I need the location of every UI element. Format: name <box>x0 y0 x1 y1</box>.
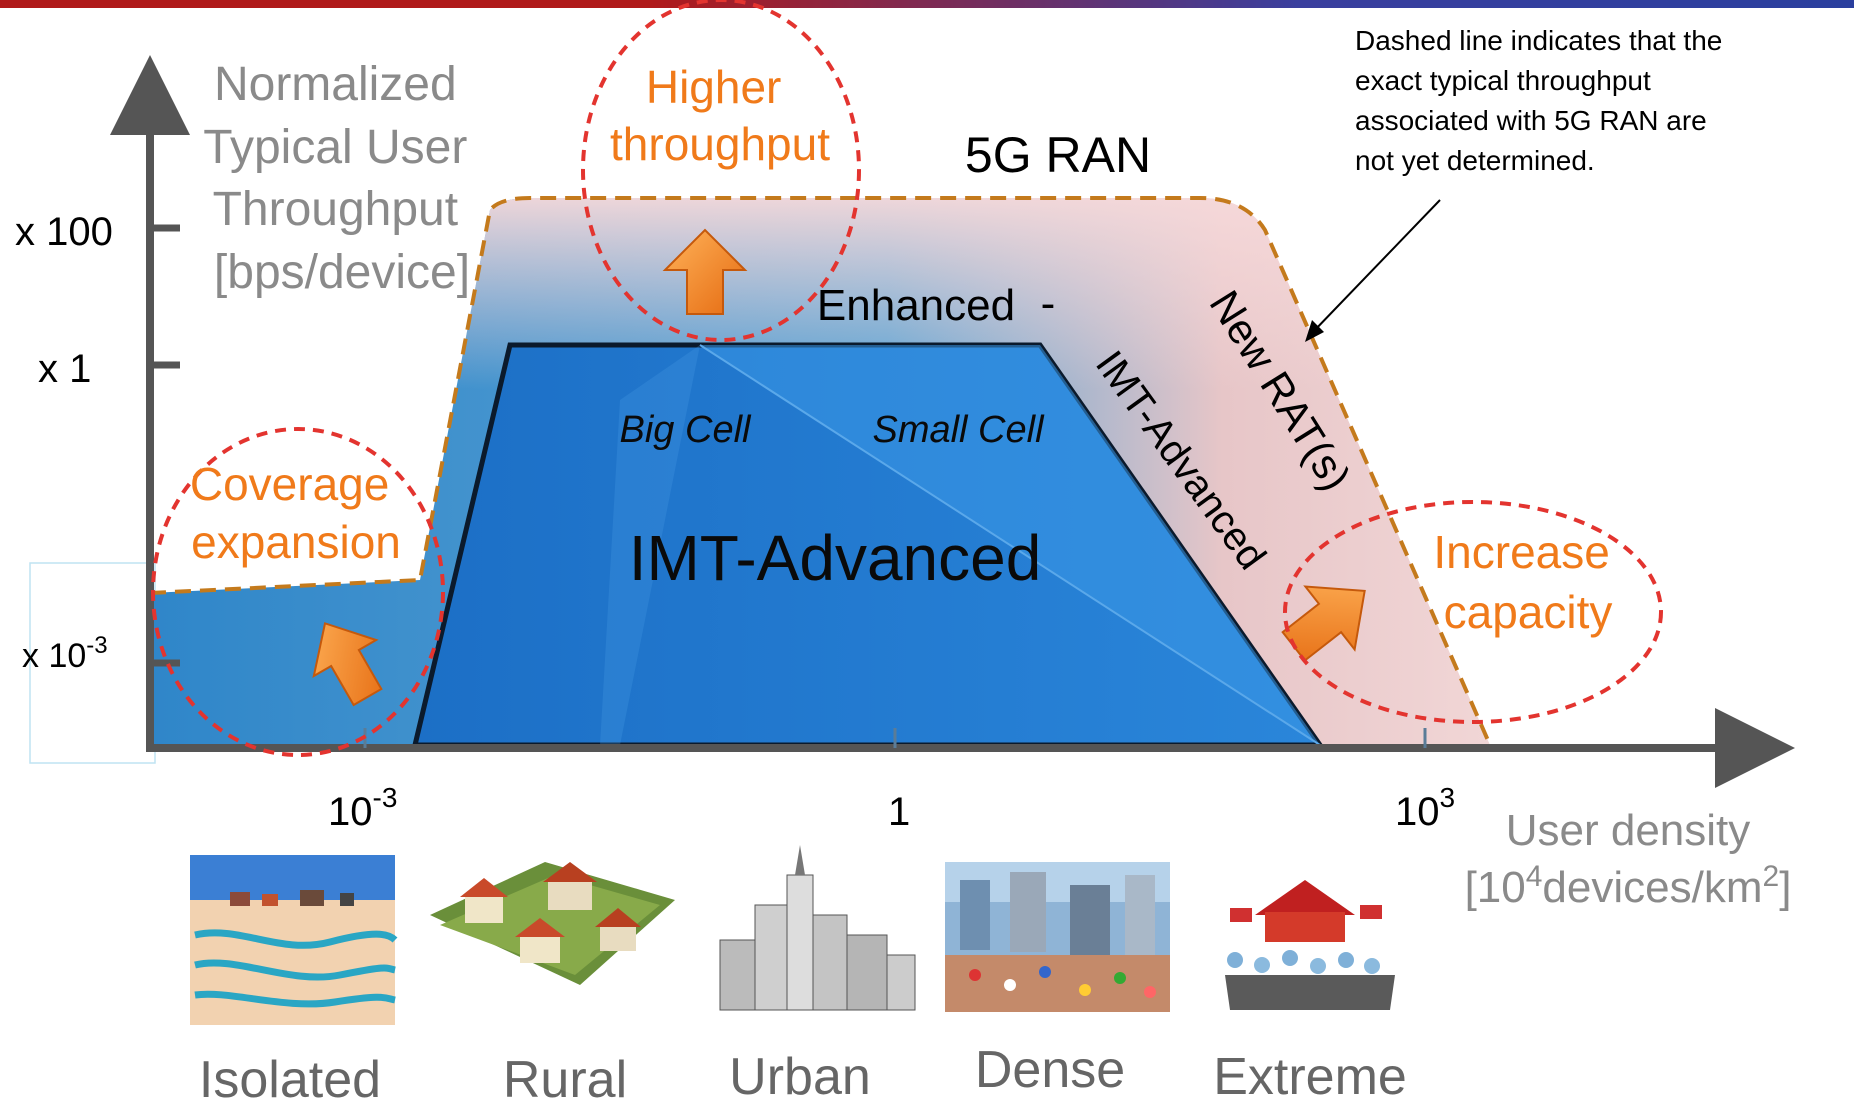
top-banner-bar <box>0 0 1854 8</box>
dashed-line-note: Dashed line indicates that the exact typ… <box>1355 25 1730 176</box>
x-tick-label-1e-3: 10-3 <box>328 782 397 834</box>
coverage-arrow-icon <box>312 622 383 707</box>
small-cell-label: Small Cell <box>872 409 1045 451</box>
five-g-envelope-outline <box>149 196 1492 746</box>
enhanced-dash: - <box>1041 279 1056 328</box>
capacity-callout: Increase capacity <box>1433 526 1622 638</box>
big-small-divider <box>699 344 1321 746</box>
dense-image <box>945 862 1170 1012</box>
scenario-label-isolated: Isolated <box>198 1051 382 1109</box>
note-pointer-head <box>1305 320 1324 342</box>
scenario-label-rural: Rural <box>502 1051 628 1109</box>
scenario-label-urban: Urban <box>729 1048 871 1106</box>
x-axis-title-line2: [104devices/km2] <box>1465 860 1792 912</box>
coverage-callout: Coverage expansion <box>190 458 402 568</box>
capacity-ellipse <box>1283 500 1663 724</box>
throughput-ellipse <box>581 0 861 342</box>
x-axis-title-line1: User density <box>1506 806 1751 855</box>
y-tick-label-1e-3: x 10-3 <box>22 632 108 675</box>
scenario-label-extreme: Extreme <box>1213 1048 1407 1106</box>
capacity-arrow-icon <box>1281 585 1366 662</box>
isolated-image <box>190 855 398 1025</box>
rural-image <box>430 862 675 985</box>
throughput-arrow-icon <box>662 228 748 315</box>
coverage-ellipse <box>151 427 445 757</box>
imt-advanced-label: IMT-Advanced <box>629 522 1042 594</box>
y-tick-label-100: x 100 <box>15 210 113 254</box>
extreme-image <box>1210 880 1395 1010</box>
urban-image <box>719 845 916 1011</box>
y-axis-title: Normalized Typical User Throughput [bps/… <box>203 58 480 299</box>
x-tick-label-1e3: 103 <box>1395 782 1455 834</box>
five-g-ran-label: 5G RAN <box>965 127 1151 183</box>
throughput-callout: Higher throughput <box>610 61 830 170</box>
scenario-label-dense: Dense <box>974 1041 1126 1099</box>
x-tick-label-1: 1 <box>888 790 910 834</box>
y-tick-label-1: x 1 <box>38 347 91 391</box>
note-pointer-line <box>1311 199 1441 334</box>
enhanced-label: Enhanced <box>817 281 1015 330</box>
big-cell-sheen <box>600 345 700 745</box>
big-cell-label: Big Cell <box>620 409 752 451</box>
